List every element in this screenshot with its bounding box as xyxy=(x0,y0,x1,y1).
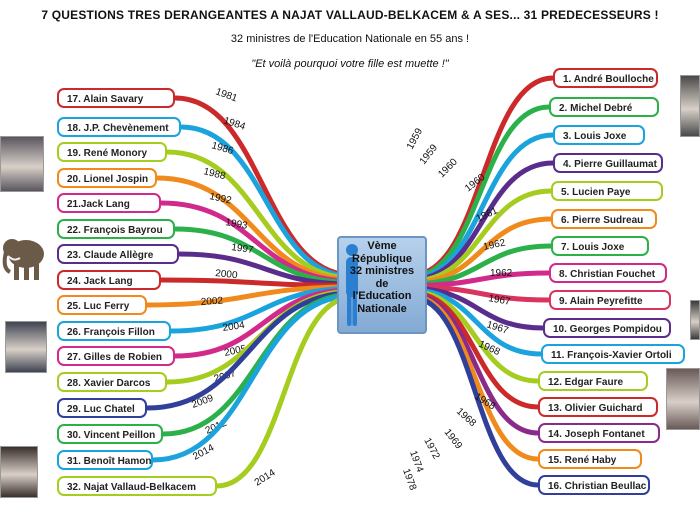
central-node: Vème République 32 ministres de l'Educat… xyxy=(337,236,427,334)
minister-node: 18. J.P. Chevènement xyxy=(57,117,181,137)
year-label: 1959 xyxy=(418,142,441,167)
minister-node: 1. André Boulloche xyxy=(553,68,658,88)
year-label: 1960 xyxy=(436,156,460,180)
minister-node: 31. Benoît Hamon xyxy=(57,450,153,470)
minister-node: 19. René Monory xyxy=(57,142,167,162)
minister-node: 23. Claude Allègre xyxy=(57,244,179,264)
portrait-photo xyxy=(0,136,44,192)
minister-node: 16. Christian Beullac xyxy=(538,475,650,495)
year-label: 1986 xyxy=(210,140,235,157)
minister-node: 14. Joseph Fontanet xyxy=(538,423,660,443)
portrait-photo xyxy=(666,368,700,430)
minister-node: 3. Louis Joxe xyxy=(553,125,645,145)
minister-node: 20. Lionel Jospin xyxy=(57,168,157,188)
year-label: 1968 xyxy=(454,406,478,429)
minister-node: 25. Luc Ferry xyxy=(57,295,147,315)
minister-node: 21.Jack Lang xyxy=(57,193,161,213)
year-label: 1968 xyxy=(472,391,497,412)
year-label: 2002 xyxy=(200,295,223,308)
year-label: 2004 xyxy=(222,320,246,334)
minister-node: 11. François-Xavier Ortoli xyxy=(541,344,685,364)
minister-node: 6. Pierre Sudreau xyxy=(551,209,657,229)
minister-node: 17. Alain Savary xyxy=(57,88,175,108)
minister-node: 7. Louis Joxe xyxy=(551,236,649,256)
minister-node: 27. Gilles de Robien xyxy=(57,346,175,366)
minister-node: 26. François Fillon xyxy=(57,321,171,341)
year-label: 1967 xyxy=(487,293,511,308)
year-label: 2014 xyxy=(253,467,278,488)
minister-node: 13. Olivier Guichard xyxy=(538,397,658,417)
minister-node: 8. Christian Fouchet xyxy=(549,263,667,283)
minister-node: 28. Xavier Darcos xyxy=(57,372,167,392)
year-label: 1962 xyxy=(482,237,506,252)
year-label: 1992 xyxy=(208,191,232,206)
minister-node: 15. René Haby xyxy=(538,449,642,469)
year-label: 1981 xyxy=(214,86,239,104)
branch-line xyxy=(167,152,352,278)
branch-line xyxy=(163,295,352,435)
year-label: 1988 xyxy=(202,166,227,182)
central-node-label: Vème République 32 ministres de l'Educat… xyxy=(339,240,425,315)
minister-node: 4. Pierre Guillaumat xyxy=(553,153,663,173)
minister-node: 30. Vincent Peillon xyxy=(57,424,163,444)
portrait-photo xyxy=(0,446,38,498)
minister-node: 12. Edgar Faure xyxy=(538,371,648,391)
year-label: 1984 xyxy=(222,115,247,132)
year-label: 1969 xyxy=(442,427,465,452)
branch-line xyxy=(412,295,538,434)
year-label: 1959 xyxy=(405,126,425,151)
year-label: 1962 xyxy=(490,268,513,279)
year-label: 1997 xyxy=(231,242,255,256)
minister-node: 32. Najat Vallaud-Belkacem xyxy=(57,476,217,496)
mammoth-image xyxy=(0,228,46,284)
branch-line xyxy=(153,296,352,460)
year-label: 1972 xyxy=(421,436,441,461)
portrait-photo xyxy=(690,300,700,340)
minister-node: 24. Jack Lang xyxy=(57,270,161,290)
portrait-photo xyxy=(5,321,47,373)
minister-node: 29. Luc Chatel xyxy=(57,398,147,418)
minister-node: 9. Alain Peyrefitte xyxy=(549,290,671,310)
minister-node: 2. Michel Debré xyxy=(549,97,659,117)
minister-node: 5. Lucien Paye xyxy=(551,181,663,201)
minister-node: 22. François Bayrou xyxy=(57,219,175,239)
portrait-photo xyxy=(680,75,700,137)
minister-node: 10. Georges Pompidou xyxy=(543,318,671,338)
